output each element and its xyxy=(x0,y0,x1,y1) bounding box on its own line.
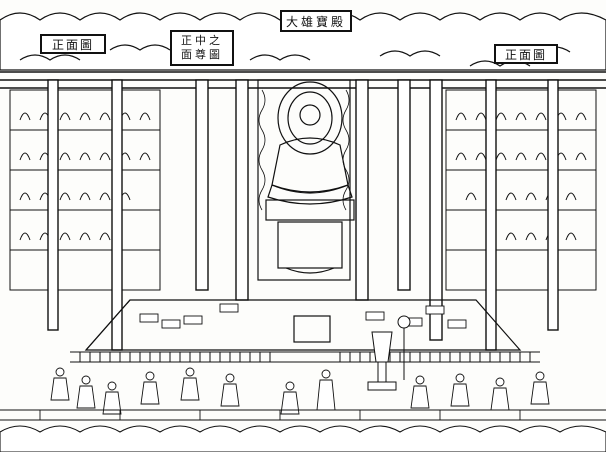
right-plaque: 正面圖 xyxy=(494,44,558,64)
pillars xyxy=(47,79,559,351)
right-plaque-text: 正面圖 xyxy=(504,47,547,62)
foreground-figures xyxy=(50,367,550,415)
hall-name-plaque: 大雄寶殿 xyxy=(280,10,352,32)
front-railing xyxy=(70,351,540,363)
hall-name-text: 大雄寶殿 xyxy=(285,14,346,29)
right-gallery xyxy=(445,89,597,291)
center-plaque: 正中之 面尊圖 xyxy=(170,30,234,66)
shrine-ornament xyxy=(258,89,350,211)
central-shrine xyxy=(257,79,355,281)
bottom-paving xyxy=(0,409,606,421)
center-plaque-line2: 面尊圖 xyxy=(181,48,223,61)
bottom-cloud-band xyxy=(0,425,606,452)
incense-burner xyxy=(367,315,411,391)
hall-floor xyxy=(84,299,522,351)
left-gallery xyxy=(9,89,161,291)
left-plaque-text: 正面圖 xyxy=(51,37,94,52)
cushions xyxy=(139,303,467,329)
left-plaque: 正面圖 xyxy=(40,34,106,54)
center-plaque-line1: 正中之 xyxy=(181,34,223,47)
